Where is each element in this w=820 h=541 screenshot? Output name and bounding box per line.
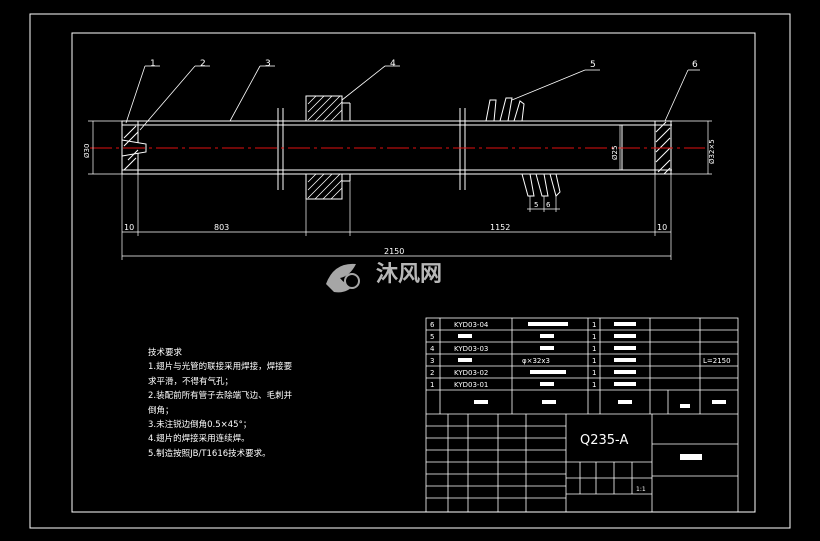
callout-leaders: [125, 65, 700, 131]
material-label: Q235-A: [580, 433, 628, 448]
dim-fin-gap-b: 6: [546, 201, 551, 209]
parts-list: 6 KYD03-04 1 5 1 4 KYD03-03 1 3 φ×32x3 1…: [430, 321, 596, 389]
dim-right-end: 10: [657, 223, 667, 232]
dim-left-diameter: Ø30: [83, 144, 91, 158]
dim-left-span: 803: [214, 223, 229, 232]
tech-requirement-line: 倒角；: [148, 405, 174, 416]
dim-inner-diameter: Ø25: [611, 146, 619, 160]
scale-label: 1:1: [636, 486, 646, 493]
outer-border: [29, 13, 791, 529]
part-qty: 1: [592, 381, 596, 389]
part-code: KYD03-02: [454, 369, 488, 377]
title-block: [425, 317, 739, 513]
part-code: KYD03-01: [454, 381, 488, 389]
dim-right-span: 1152: [490, 223, 510, 232]
dim-fin-gap-a: 5: [534, 201, 538, 209]
tech-requirements: 技术要求 1.翅片与光管的联接采用焊接，焊接要 求平滑，不得有气孔； 2.装配前…: [148, 346, 378, 461]
callout-1: 1: [150, 59, 156, 69]
inner-border: [71, 32, 756, 513]
part-name: φ×32x3: [522, 357, 550, 365]
part-no: 3: [430, 357, 434, 365]
part-qty: 1: [592, 369, 596, 377]
tech-requirement-line: 5.制造按照JB/T1616技术要求。: [148, 448, 271, 459]
dim-overall: 2150: [384, 247, 404, 256]
part-code: KYD03-03: [454, 345, 488, 353]
part-no: 4: [430, 345, 435, 353]
part-no: 2: [430, 369, 434, 377]
callout-4: 4: [390, 59, 396, 69]
dim-left-end: 10: [124, 223, 134, 232]
illegible-marks: [458, 322, 726, 460]
tech-requirements-title: 技术要求: [148, 348, 183, 358]
tech-requirement-line: 4.翅片的焊接采用连续焊。: [148, 434, 250, 445]
diameter-dim-lines: [88, 120, 712, 175]
pipe-assembly: [121, 95, 672, 200]
length-dim-lines: [121, 174, 672, 260]
tech-requirement-line: 1.翅片与光管的联接采用焊接，焊接要: [148, 362, 293, 373]
dim-right-diameter: Ø32×5: [708, 139, 716, 164]
part-no: 5: [430, 333, 434, 341]
hub-hatching: [307, 95, 343, 200]
callout-5: 5: [590, 60, 596, 70]
part-qty: 1: [592, 333, 596, 341]
part-no: 1: [430, 381, 434, 389]
tech-requirement-line: 3.未注锐边倒角0.5×45°；: [148, 420, 252, 431]
callout-3: 3: [265, 59, 271, 69]
callout-6: 6: [692, 60, 698, 70]
part-qty: 1: [592, 357, 596, 365]
callout-2: 2: [200, 59, 206, 69]
part-no: 6: [430, 321, 435, 329]
spiral-fins: [485, 97, 561, 197]
part-qty: 1: [592, 345, 596, 353]
tech-requirement-line: 2.装配前所有管子去除端飞边、毛刺并: [148, 391, 293, 402]
part-qty: 1: [592, 321, 596, 329]
watermark-logo: [326, 263, 360, 293]
part-code: KYD03-04: [454, 321, 489, 329]
watermark-text: 沐风网: [376, 262, 442, 287]
fin-gap-dim-lines: [527, 196, 560, 212]
tech-requirement-line: 求平滑，不得有气孔；: [148, 376, 234, 387]
length-note: L=2150: [703, 357, 731, 365]
